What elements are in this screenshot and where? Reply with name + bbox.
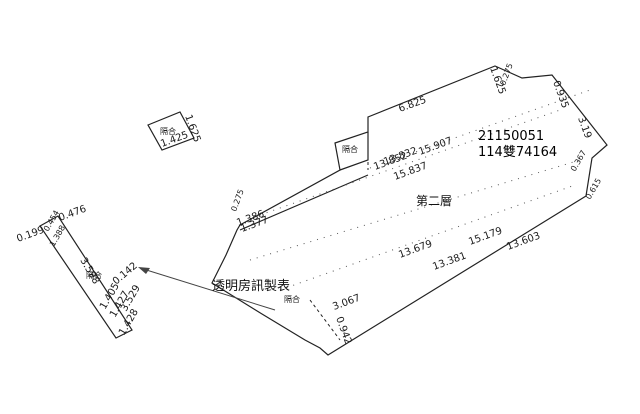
small-section-label: 隔合 (160, 126, 176, 136)
dim-mid-13381: 13.381 (431, 251, 468, 273)
id-line-2: 114雙74164 (478, 145, 557, 160)
side-strip-outline (39, 215, 133, 339)
floor-label: 第二層 (416, 194, 452, 208)
side-section-label: 隔合 (86, 270, 102, 280)
dim-bot-0942: 0.942 (333, 315, 353, 346)
dim-in-15907: 15.907 (417, 136, 454, 158)
id-line-1: 21150051 (478, 129, 544, 144)
dim-right-319: 3.19 (575, 115, 593, 140)
dim-side-0476: 0.476 (57, 204, 88, 224)
main-section-label: 隔合 (342, 144, 358, 154)
dim-side-0199: 0.199 (15, 225, 46, 245)
dim-top-6825: 6.825 (397, 95, 428, 115)
dim-top-0275: 0.275 (498, 62, 514, 87)
annotation-label: 透明房訊製表 (212, 278, 290, 294)
pointer-arrow-head (138, 267, 150, 274)
dashed-boundary-2 (309, 299, 341, 341)
dim-mid-15179: 15.179 (467, 226, 504, 248)
dotted-line-3 (249, 159, 581, 261)
dim-left-0275: 0.275 (229, 188, 245, 213)
dim-right-0367: 0.367 (569, 149, 588, 173)
dim-bot-3067: 3.067 (331, 293, 362, 313)
main-floor-outline (211, 65, 608, 356)
dotted-line-2 (259, 109, 561, 216)
pointer-arrow-line (139, 267, 276, 311)
inner-step-line (339, 132, 369, 171)
dim-mid-13679: 13.679 (397, 239, 434, 261)
lower-section-label: 隔合 (284, 294, 300, 304)
small-section-outline (147, 111, 195, 151)
